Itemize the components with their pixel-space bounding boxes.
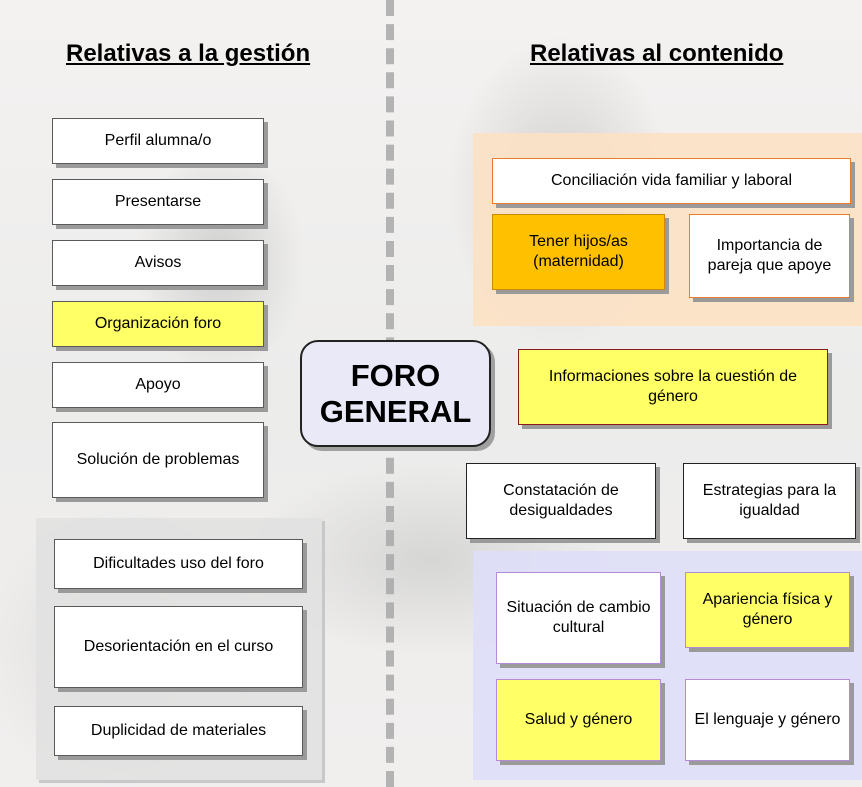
box-informaciones-genero: Informaciones sobre la cuestión de géner…: [518, 349, 828, 425]
box-presentarse: Presentarse: [52, 179, 264, 225]
box-tener-hijos: Tener hijos/as (maternidad): [492, 214, 665, 290]
box-duplicidad: Duplicidad de materiales: [54, 706, 303, 756]
box-desorientacion: Desorientación en el curso: [54, 606, 303, 688]
foro-general-node: FORO GENERAL: [300, 340, 491, 447]
box-lenguaje-genero: El lenguaje y género: [685, 679, 850, 761]
box-organizacion-foro: Organización foro: [52, 301, 264, 347]
box-perfil: Perfil alumna/o: [52, 118, 264, 164]
box-situacion-cambio: Situación de cambio cultural: [496, 572, 661, 664]
box-apariencia-fisica: Apariencia física y género: [685, 572, 850, 648]
box-solucion-problemas: Solución de problemas: [52, 422, 264, 498]
box-constatacion: Constatación de desigualdades: [466, 463, 656, 539]
box-importancia-pareja: Importancia de pareja que apoye: [689, 214, 850, 298]
box-estrategias: Estrategias para la igualdad: [683, 463, 856, 539]
box-conciliacion: Conciliación vida familiar y laboral: [492, 158, 851, 204]
left-title: Relativas a la gestión: [66, 40, 311, 67]
right-title: Relativas al contenido: [530, 40, 784, 67]
box-apoyo: Apoyo: [52, 362, 264, 408]
box-dificultades: Dificultades uso del foro: [54, 539, 303, 589]
box-salud-genero: Salud y género: [496, 679, 661, 761]
foro-line1: FORO: [350, 357, 441, 393]
foro-line2: GENERAL: [319, 393, 472, 429]
box-avisos: Avisos: [52, 240, 264, 286]
